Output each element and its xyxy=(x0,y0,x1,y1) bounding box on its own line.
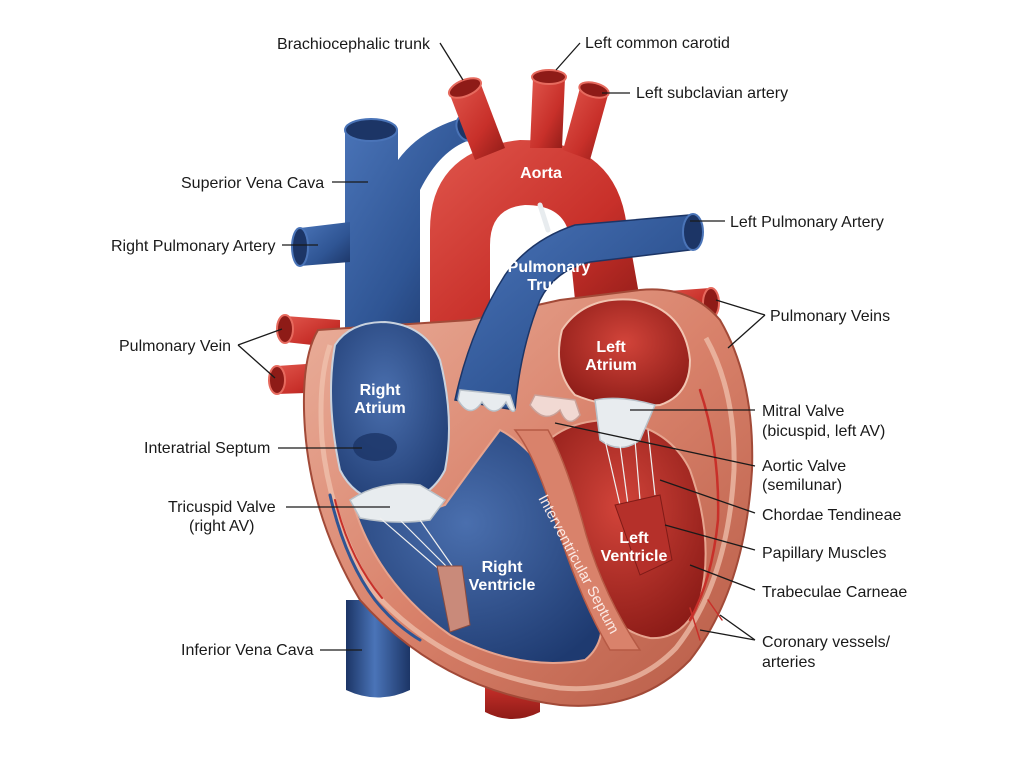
right-atrium-chamber xyxy=(330,320,450,507)
left-ventricle-label-1: Left xyxy=(619,530,649,547)
right-atrium-label-2: Atrium xyxy=(354,400,406,417)
tricuspid-valve xyxy=(349,483,447,523)
aortic-arch xyxy=(430,140,640,330)
brachiocephalic-trunk-vessel xyxy=(450,82,505,160)
left-pa-opening xyxy=(682,213,704,251)
trabeculae-carneae-label: Trabeculae Carneae xyxy=(762,584,907,601)
left-atrium-chamber xyxy=(558,298,692,408)
svc-opening xyxy=(344,118,398,142)
right-pulmonary-artery-vessel xyxy=(300,222,350,266)
left-common-carotid-label: Left common carotid xyxy=(585,35,730,52)
left-pulmonary-artery-label: Left Pulmonary Artery xyxy=(730,214,884,231)
pulmonary-veins-label: Pulmonary Veins xyxy=(770,308,890,325)
superior-vena-cava-label: Superior Vena Cava xyxy=(181,175,324,192)
papillary-muscle-left xyxy=(614,494,673,576)
right-pulmonary-artery-label: Right Pulmonary Artery xyxy=(111,238,276,255)
inferior-vena-cava-label: Inferior Vena Cava xyxy=(181,642,314,659)
papillary-muscle-right xyxy=(436,565,471,633)
papillary-muscles-label: Papillary Muscles xyxy=(762,545,886,562)
left-subclavian-vessel xyxy=(563,88,608,160)
pulmonary-vein-label: Pulmonary Vein xyxy=(119,338,231,355)
chordae-tendineae-left xyxy=(604,429,656,506)
aortic-valve-label-1: Aortic Valve xyxy=(762,458,846,475)
pv-lower-opening xyxy=(268,365,286,395)
carotid-opening xyxy=(531,69,567,85)
coronary-vessels-label-1: Coronary vessels/ xyxy=(762,634,891,651)
mitral-valve-label-2: (bicuspid, left AV) xyxy=(762,423,885,440)
aortic-valve xyxy=(529,394,581,423)
aortic-valve-label-2: (semilunar) xyxy=(762,477,842,494)
pulmonary-semilunar-valve xyxy=(457,389,516,413)
left-common-carotid-vessel xyxy=(530,78,565,148)
mitral-valve-label-1: Mitral Valve xyxy=(762,403,844,420)
right-ventricle-label-2: Ventricle xyxy=(469,577,536,594)
pulmonary-trunk-label-1: Pulmonary xyxy=(508,259,591,276)
brachiocephalic-trunk-label: Brachiocephalic trunk xyxy=(277,36,431,53)
fossa-ovalis xyxy=(353,433,397,461)
aorta-label: Aorta xyxy=(520,165,562,182)
brachiocephalic-opening xyxy=(447,77,483,99)
pulmonary-trunk-label-2: Trunk xyxy=(527,277,571,294)
left-ventricle-label-2: Ventricle xyxy=(601,548,668,565)
left-subclavian-artery-label: Left subclavian artery xyxy=(636,85,788,102)
coronary-vessels-label-2: arteries xyxy=(762,654,815,671)
pv-upper-opening xyxy=(276,314,294,344)
interventricular-septum xyxy=(513,429,642,651)
chordae-tendineae-label: Chordae Tendineae xyxy=(762,507,901,524)
tricuspid-valve-label-2: (right AV) xyxy=(189,518,255,535)
coronary-vessels xyxy=(328,388,723,642)
heart-wall-highlight xyxy=(318,336,737,692)
right-atrium-label-1: Right xyxy=(360,382,402,399)
right-pa-opening xyxy=(291,227,309,267)
left-atrium-label-2: Atrium xyxy=(585,357,637,374)
superior-vena-cava-vessel xyxy=(345,118,470,330)
interatrial-septum-label: Interatrial Septum xyxy=(144,440,270,457)
left-atrium-label-1: Left xyxy=(596,339,626,356)
right-ventricle-label-1: Right xyxy=(482,559,524,576)
ligamentum-arteriosum xyxy=(537,202,551,233)
chordae-tendineae-right xyxy=(379,517,456,571)
leader-lines xyxy=(237,42,766,651)
tricuspid-valve-label-1: Tricuspid Valve xyxy=(168,499,276,516)
